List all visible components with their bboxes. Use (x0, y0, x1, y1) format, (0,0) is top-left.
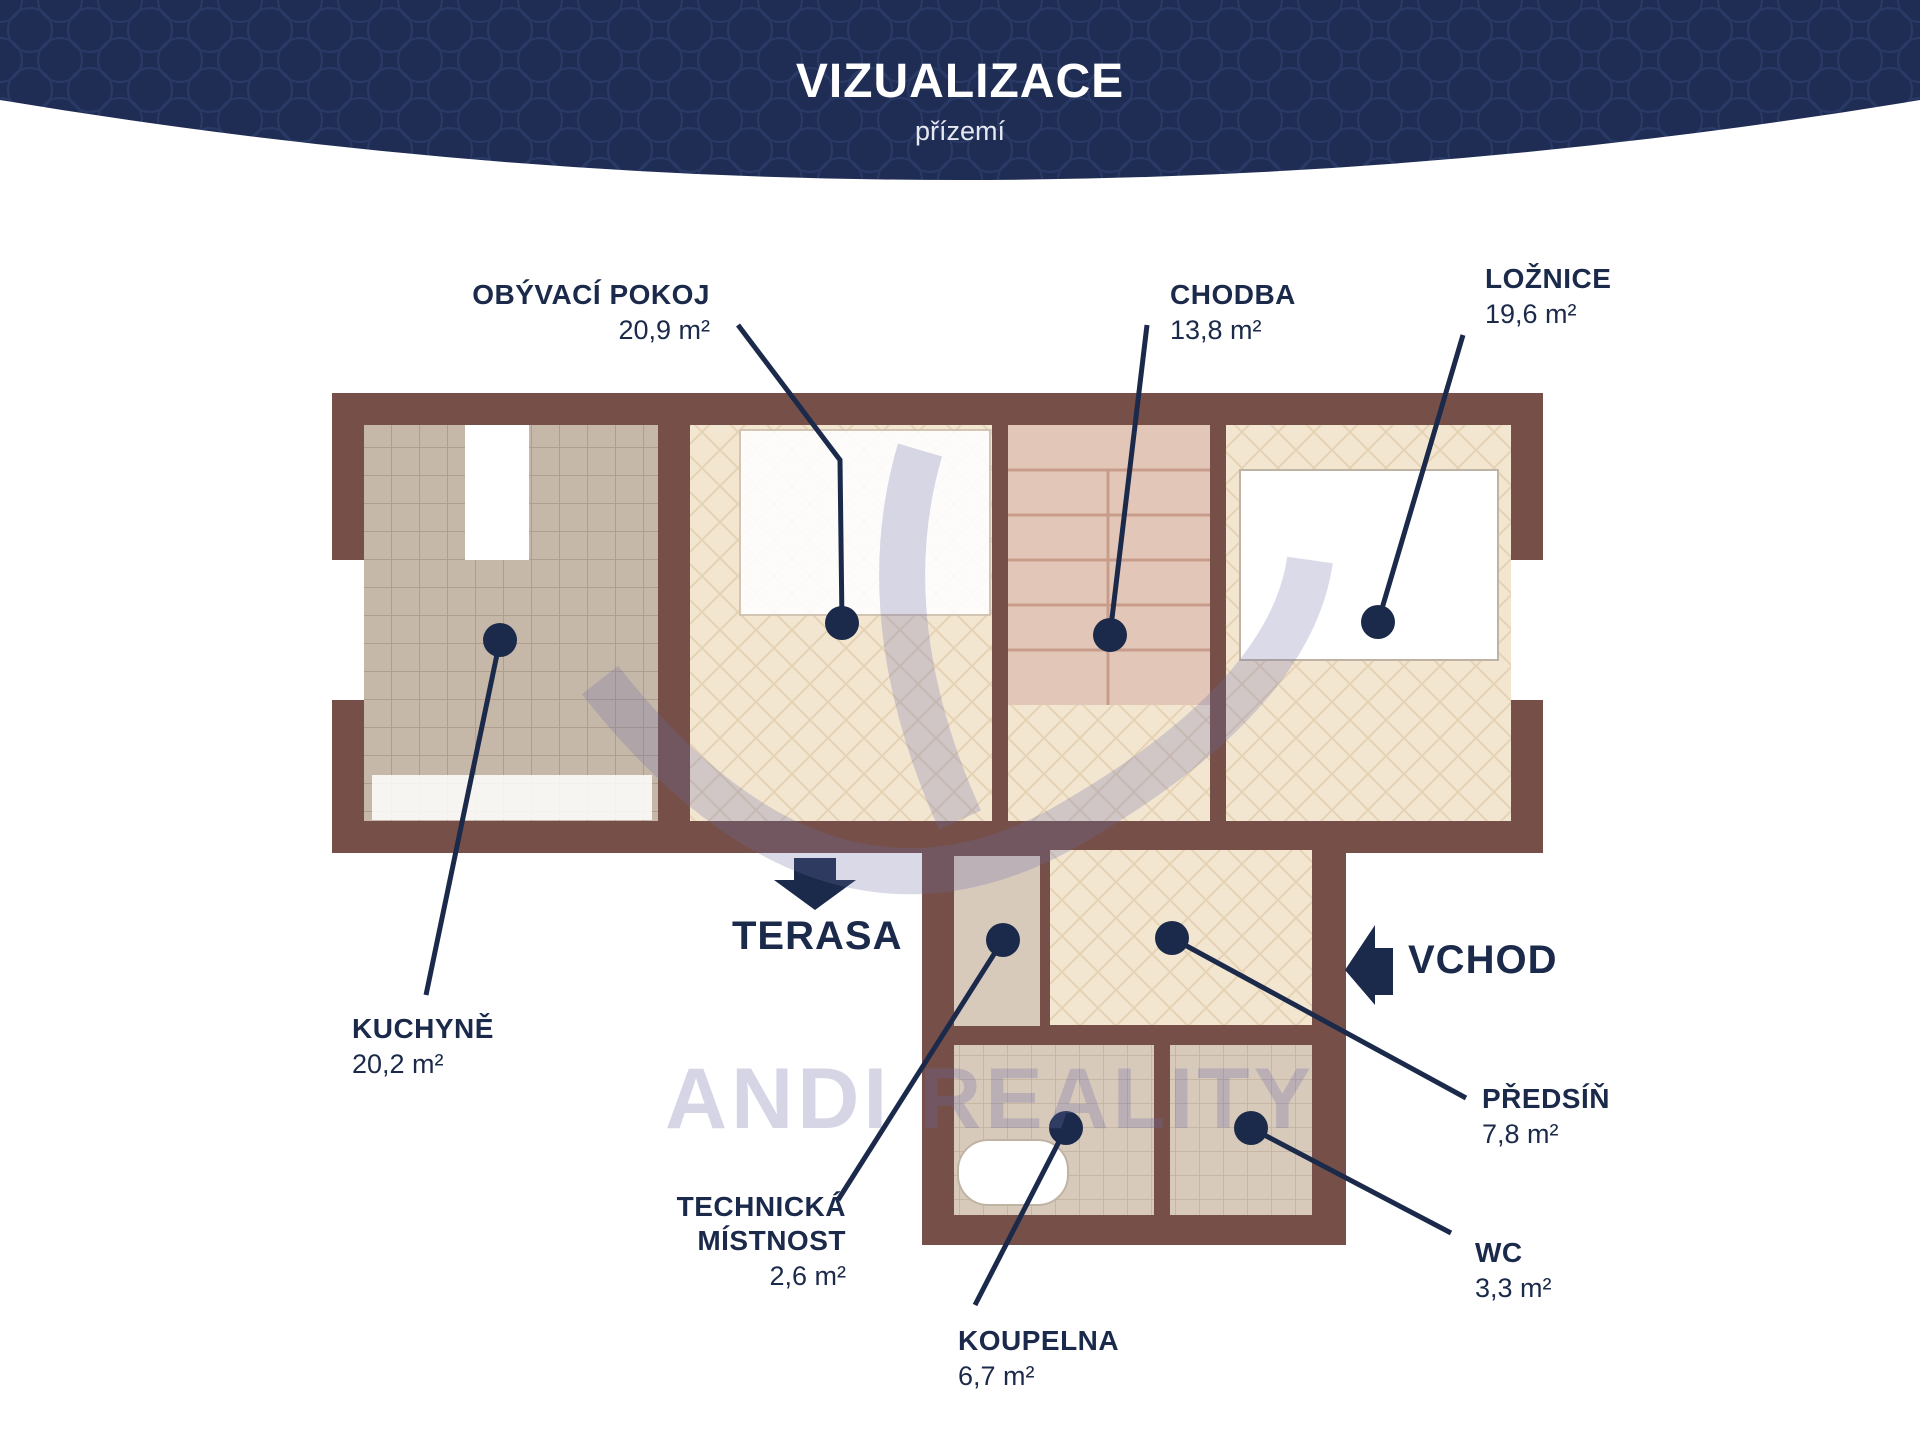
watermark-text: ANDI REALITY (665, 1051, 1315, 1147)
terasa-arrow-icon (774, 858, 856, 910)
dining-table (465, 425, 529, 560)
label-kuchyne: KUCHYNĚ 20,2 m² (352, 1012, 494, 1082)
room-name: LOŽNICE (1485, 263, 1612, 294)
leader-obyvaci (736, 323, 845, 624)
label-terasa: TERASA (732, 914, 903, 958)
room-name: OBÝVACÍ POKOJ (472, 279, 710, 310)
label-vchod: VCHOD (1408, 938, 1558, 982)
label-obyvaci: OBÝVACÍ POKOJ 20,9 m² (380, 278, 710, 348)
leader-kuchyne (423, 639, 503, 996)
leader-wc (1249, 1125, 1453, 1236)
dot-technicka (986, 923, 1020, 957)
kitchen-counter (372, 775, 652, 820)
room-dots (483, 605, 1395, 1145)
room-name: WC (1475, 1237, 1523, 1268)
dot-kuchyne (483, 623, 517, 657)
room-area: 20,9 m² (618, 315, 710, 345)
leader-koupelna (972, 1126, 1069, 1307)
room-area: 2,6 m² (769, 1261, 846, 1291)
room-name-line2: MÍSTNOST (697, 1225, 846, 1256)
dot-wc (1234, 1111, 1268, 1145)
room-area: 19,6 m² (1485, 299, 1577, 329)
leader-technicka (835, 938, 1006, 1202)
room-name: KOUPELNA (958, 1325, 1120, 1356)
window-right (1511, 560, 1543, 700)
window-left (332, 560, 364, 700)
page-subtitle: přízemí (914, 116, 1006, 146)
leader-predsin (1170, 935, 1468, 1101)
header-shape (0, 0, 1920, 180)
room-name: PŘEDSÍŇ (1482, 1083, 1610, 1114)
watermark-logo (581, 443, 1333, 895)
room-area: 3,3 m² (1475, 1273, 1552, 1303)
page-title: VIZUALIZACE (795, 55, 1125, 108)
room-area: 20,2 m² (352, 1049, 444, 1079)
sofa (739, 429, 991, 616)
label-chodba: CHODBA 13,8 m² (1170, 278, 1296, 348)
label-wc: WC 3,3 m² (1475, 1236, 1552, 1306)
vchod-arrow-icon (1345, 925, 1393, 1005)
dot-predsin (1155, 921, 1189, 955)
room-area: 13,8 m² (1170, 315, 1262, 345)
dot-koupelna (1049, 1111, 1083, 1145)
dot-obyvaci (825, 606, 859, 640)
label-predsin: PŘEDSÍŇ 7,8 m² (1482, 1082, 1610, 1152)
leader-loznice (1375, 334, 1466, 623)
label-technicka: TECHNICKÁ MÍSTNOST 2,6 m² (600, 1190, 846, 1294)
leader-chodba (1107, 324, 1150, 636)
bathtub (957, 1139, 1069, 1206)
leader-lines (423, 323, 1468, 1307)
room-area: 7,8 m² (1482, 1119, 1559, 1149)
room-name: CHODBA (1170, 279, 1296, 310)
room-name: KUCHYNĚ (352, 1013, 494, 1044)
label-loznice: LOŽNICE 19,6 m² (1485, 262, 1611, 332)
room-area: 6,7 m² (958, 1361, 1035, 1391)
dot-chodba (1093, 618, 1127, 652)
room-name-line1: TECHNICKÁ (676, 1191, 846, 1222)
dot-loznice (1361, 605, 1395, 639)
label-koupelna: KOUPELNA 6,7 m² (958, 1324, 1119, 1394)
header-banner (0, 0, 1920, 180)
